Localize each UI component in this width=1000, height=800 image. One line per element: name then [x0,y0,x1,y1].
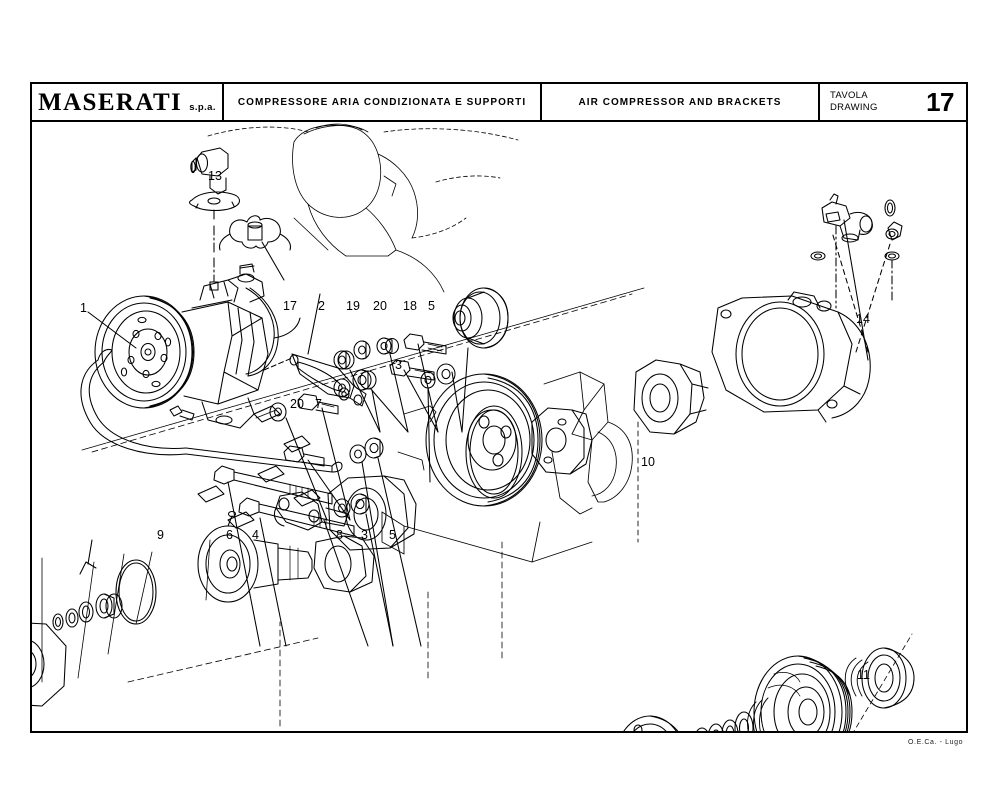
maserati-logo: MASERATI s.p.a. [32,90,222,115]
part-7-bolt [269,393,351,521]
callout-3-low: 3 [361,528,368,542]
title-italian-cell: COMPRESSORE ARIA CONDIZIONATA E SUPPORTI [224,84,542,120]
part-5-idler-pulley [420,287,509,483]
manufacturer-name: MASERATI [38,88,183,116]
callout-10: 10 [641,455,655,469]
callout-9: 9 [157,528,164,542]
callout-3-mid: 3 [395,358,402,372]
callout-13: 13 [208,169,222,183]
callout-2: 2 [318,299,325,313]
technical-illustration [32,123,915,733]
callout-18: 18 [403,299,417,313]
manufacturer-cell: MASERATI s.p.a. [32,84,224,120]
plate-label-italian: TAVOLA [830,90,868,102]
callout-1: 1 [80,301,87,315]
plate-number-cell: TAVOLA DRAWING 17 [820,84,966,120]
hardware-cluster-lower [333,437,422,647]
printer-credit: O.E.Ca. - Lugo [908,739,964,746]
hardware-cluster-upper [333,333,447,433]
callout-17: 17 [283,299,297,313]
long-bolts [213,465,355,647]
callout-8: 8 [336,528,343,542]
title-english-cell: AIR COMPRESSOR AND BRACKETS [542,84,820,120]
callout-5-low: 5 [389,528,396,542]
callout-5-upper: 5 [428,299,435,313]
part-1-compressor [80,263,343,473]
part-10-rear-housing [79,287,871,575]
plate-label: TAVOLA DRAWING [830,90,878,113]
callout-7: 7 [315,397,322,411]
exploded-view-drawing [32,122,966,733]
part-11-clutch-pulley [622,633,915,733]
part-13-fitting [189,147,241,291]
callout-4: 4 [252,528,259,542]
part-17-clamp [219,215,291,281]
title-english: AIR COMPRESSOR AND BRACKETS [578,96,782,108]
callout-20-upper: 20 [373,299,387,313]
plate-number: 17 [926,87,954,117]
callout-14: 14 [856,312,870,326]
crankshaft-pulley [425,373,543,507]
title-block: MASERATI s.p.a. COMPRESSORE ARIA CONDIZI… [32,84,966,122]
part-8-lower-bracket [273,491,369,647]
callout-20-mid: 20 [290,397,304,411]
front-cover-phantom [381,371,639,563]
plate-label-english: DRAWING [830,102,878,113]
part-14-switch [810,193,903,361]
drawing-frame: MASERATI s.p.a. COMPRESSORE ARIA CONDIZI… [30,82,968,733]
rotor-shaft-assembly [32,510,375,707]
callout-11: 11 [857,668,870,682]
assembly-axis-lines [91,293,633,727]
engine-block-phantom [207,123,519,293]
title-italian: COMPRESSORE ARIA CONDIZIONATA E SUPPORTI [237,96,527,108]
callout-6: 6 [226,528,233,542]
callout-19: 19 [346,299,360,313]
manufacturer-suffix: s.p.a. [189,101,216,113]
